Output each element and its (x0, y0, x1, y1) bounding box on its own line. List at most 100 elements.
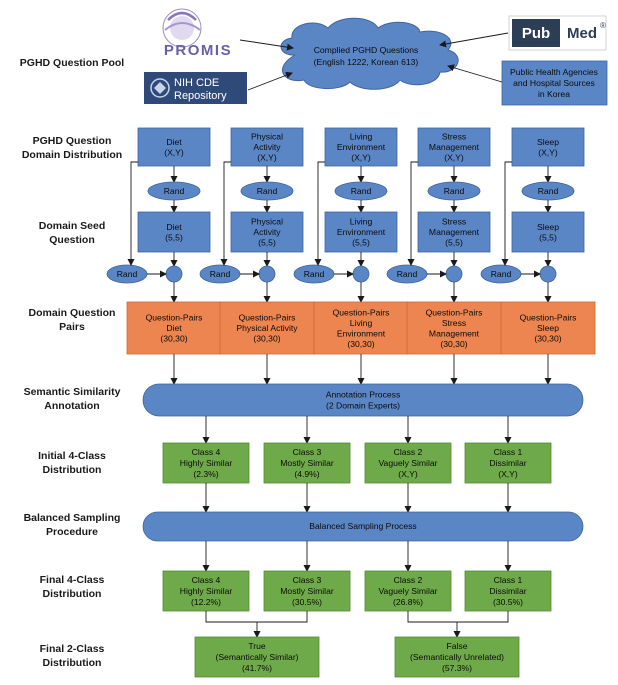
nih-cde-line2: Repository (174, 90, 227, 102)
initial-class-box (364, 442, 452, 484)
final-class-text-line: Class 2 (394, 575, 423, 585)
final-binary-text-line: False (446, 641, 467, 651)
domain-distribution-text-line: (X,Y) (444, 153, 464, 163)
section-label-sampling-line: Balanced Sampling (24, 512, 121, 524)
question-pairs-text-line: Question-Pairs (146, 313, 203, 323)
question-pairs-text-line: (30,30) (160, 334, 187, 344)
domain-seed-text-line: Stress (442, 217, 466, 227)
initial-class-text-line: Class 2 (394, 447, 423, 457)
domain-seed-text-line: (5,5) (445, 238, 463, 248)
question-pairs-text-line: (30,30) (253, 334, 280, 344)
cloud-text-line: Complied PGHD Questions (314, 45, 419, 55)
question-pairs-text-line: Question-Pairs (426, 307, 483, 317)
section-label-pool-line: PGHD Question Pool (20, 57, 125, 69)
domain-columns: Diet(X,Y)RandDiet(5,5)RandQuestion-Pairs… (106, 127, 596, 385)
final-class-box (364, 570, 452, 612)
initial-class-text-line: (X,Y) (398, 469, 418, 479)
question-pairs-text-line: Question-Pairs (239, 313, 296, 323)
domain-seed-text-line: Diet (166, 222, 182, 232)
source-arrows (239, 32, 509, 91)
rand-select-label: Rand (351, 186, 372, 196)
initial-class-text-line: Class 4 (192, 447, 221, 457)
domain-distribution-text-line: Living (350, 132, 373, 142)
class-distributions: Annotation Process(2 Domain Experts)Clas… (142, 383, 584, 678)
final-binary-text-line: (41.7%) (242, 663, 272, 673)
question-pairs-text-line: Stress (442, 318, 466, 328)
domain-seed-text-line: (5,5) (539, 232, 557, 242)
initial-class-box (464, 442, 552, 484)
question-pairs-text-line: (30,30) (534, 334, 561, 344)
domain-distribution-box (230, 127, 304, 167)
pool-bypass-arrow (127, 161, 138, 266)
question-pairs-box (500, 301, 596, 355)
balanced-sampling-pill (142, 511, 584, 542)
annotation-process-text-line: Annotation Process (326, 390, 401, 400)
initial-class-box (263, 442, 351, 484)
nih-cde-line1: NIH CDE (174, 77, 219, 89)
section-label-annotation-line: Semantic Similarity (24, 386, 121, 398)
final-class-box (464, 570, 552, 612)
question-pairs-text-line: Question-Pairs (333, 307, 390, 317)
domain-distribution-box (417, 127, 491, 167)
final-binary-box (194, 636, 320, 678)
question-pairs-box (313, 301, 409, 355)
binary-merge-bracket (205, 611, 308, 623)
section-label-pairs-line: Domain Question (29, 307, 116, 319)
domain-distribution-text-line: (X,Y) (164, 147, 184, 157)
section-label-final4-line: Distribution (43, 588, 102, 600)
final-class-text-line: (12.2%) (191, 597, 221, 607)
question-pairs-text-line: (30,30) (440, 339, 467, 349)
final-class-text-line: Highly Similar (180, 586, 233, 596)
domain-seed-box (137, 211, 211, 253)
initial-class-text-line: Vaguely Similar (378, 458, 437, 468)
domain-seed-text: Sleep(5,5) (537, 222, 559, 243)
promis-logo: PROMIS (162, 8, 231, 59)
domain-seed-box (417, 211, 491, 253)
final-class-text-line: Dissimilar (489, 586, 526, 596)
binary-merge-bracket (407, 611, 509, 623)
domain-seed-box (511, 211, 585, 253)
rand-pair-label: Rand (491, 269, 512, 279)
rand-pair-label: Rand (397, 269, 418, 279)
merge-node (258, 265, 276, 283)
pool-bypass-arrow (314, 161, 325, 266)
domain-distribution-text: Diet(X,Y) (164, 137, 184, 158)
compiled-questions-cloud: Complied PGHD Questions(English 1222, Ko… (280, 17, 459, 90)
rand-select-label: Rand (444, 186, 465, 196)
section-label-annotation-line: Annotation (44, 400, 99, 412)
domain-column-1: Diet(X,Y)RandDiet(5,5)RandQuestion-Pairs… (106, 127, 222, 385)
section-label-pool: PGHD Question Pool (20, 57, 125, 69)
section-label-final2-line: Distribution (43, 657, 102, 669)
merge-node (165, 265, 183, 283)
final-binary-text: False(Semantically Unrelated)(57.3%) (410, 641, 504, 673)
merge-node (445, 265, 463, 283)
initial-class-text-line: (X,Y) (498, 469, 518, 479)
nih-cde-logo: NIH CDE Repository (144, 72, 247, 104)
domain-seed-text-line: (5,5) (165, 232, 183, 242)
pool-bypass-arrow (407, 161, 418, 266)
domain-seed-box (324, 211, 398, 253)
question-pairs-box (126, 301, 222, 355)
pubmed-med: Med (567, 25, 597, 42)
final-class-text-line: (30.5%) (493, 597, 523, 607)
section-label-pairs-line: Pairs (59, 321, 85, 333)
rand-select-label: Rand (164, 186, 185, 196)
question-pairs-text-line: Diet (166, 323, 182, 333)
domain-column-2: PhysicalActivity(X,Y)RandPhysicalActivit… (199, 127, 315, 385)
pool-bypass-arrow (220, 161, 231, 266)
domain-distribution-text: Sleep(X,Y) (537, 137, 559, 158)
